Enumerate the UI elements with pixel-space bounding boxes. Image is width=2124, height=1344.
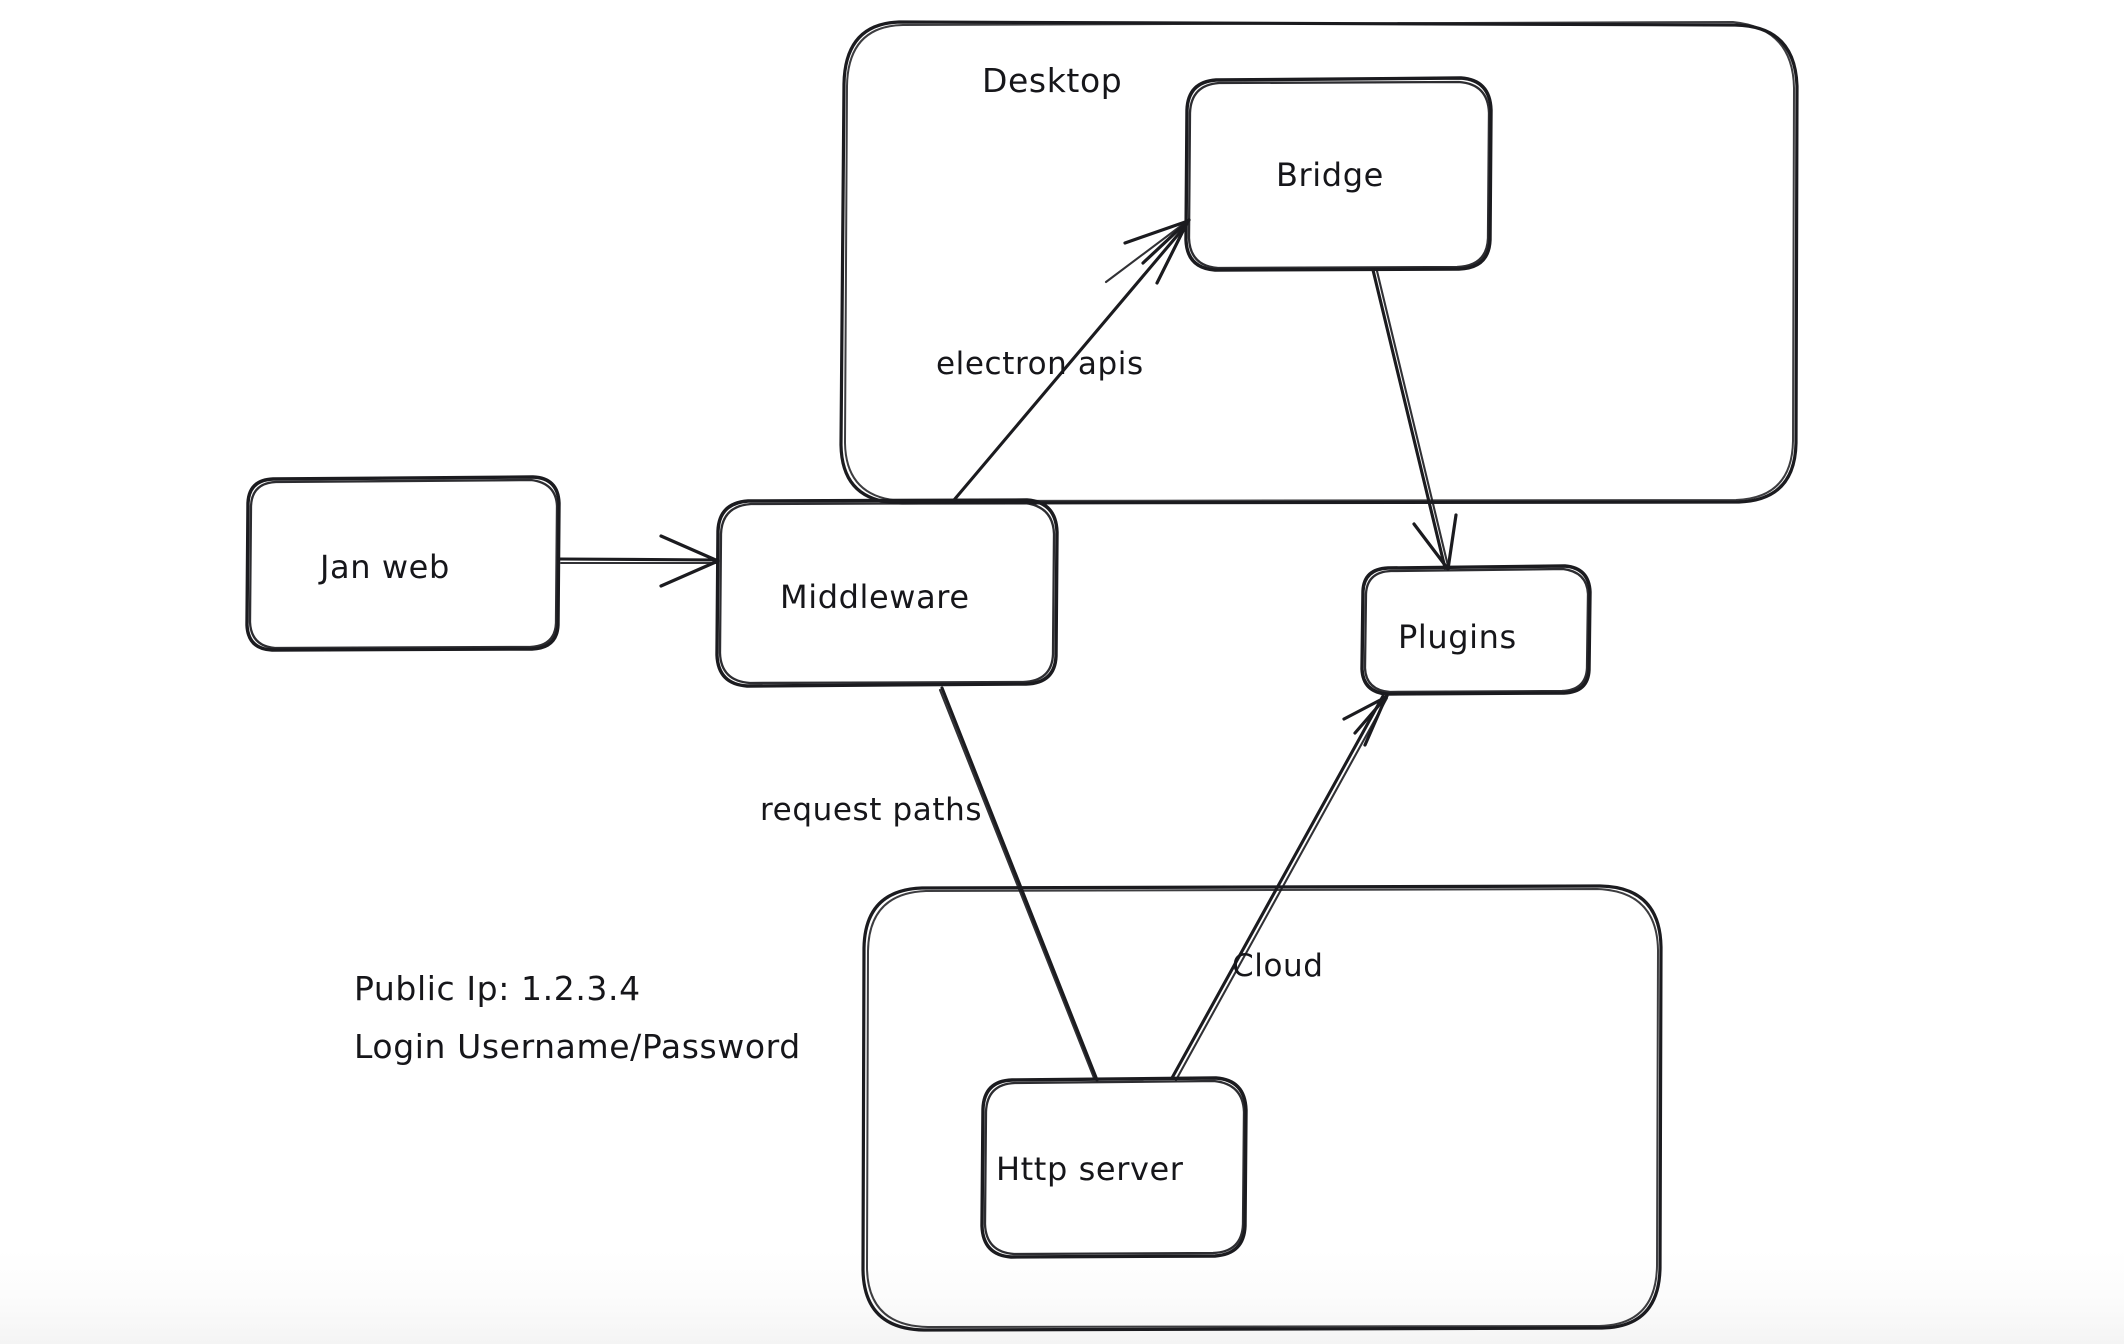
node-label-middleware: Middleware xyxy=(780,578,970,616)
edge-middleware-to-bridge[interactable] xyxy=(952,218,1191,502)
edge-label-request-paths: request paths xyxy=(760,792,982,828)
node-label-plugins: Plugins xyxy=(1398,618,1517,656)
container-desktop[interactable] xyxy=(839,20,1799,505)
edge-http-server-to-plugins[interactable] xyxy=(1170,694,1389,1082)
edge-jan-web-to-middleware[interactable] xyxy=(557,534,720,588)
node-label-http-server: Http server xyxy=(996,1150,1184,1188)
node-bridge[interactable] xyxy=(1184,76,1493,272)
container-cloud[interactable] xyxy=(861,884,1663,1332)
node-middleware[interactable] xyxy=(715,498,1059,688)
edge-label-electron-apis: electron apis xyxy=(936,346,1144,382)
node-jan-web[interactable] xyxy=(245,475,561,652)
edge-http-server-to-middleware[interactable] xyxy=(938,686,1099,1082)
edge-bridge-to-plugins[interactable] xyxy=(1371,268,1458,571)
note-public-ip: Public Ip: 1.2.3.4 xyxy=(354,969,641,1008)
container-title-desktop: Desktop xyxy=(982,61,1122,100)
node-label-jan-web: Jan web xyxy=(318,548,450,586)
node-plugins[interactable] xyxy=(1360,564,1592,696)
edge-label-cloud: Cloud xyxy=(1232,948,1324,984)
note-login-credentials: Login Username/Password xyxy=(354,1027,801,1066)
node-label-bridge: Bridge xyxy=(1276,156,1384,194)
node-http-server[interactable] xyxy=(980,1076,1248,1259)
